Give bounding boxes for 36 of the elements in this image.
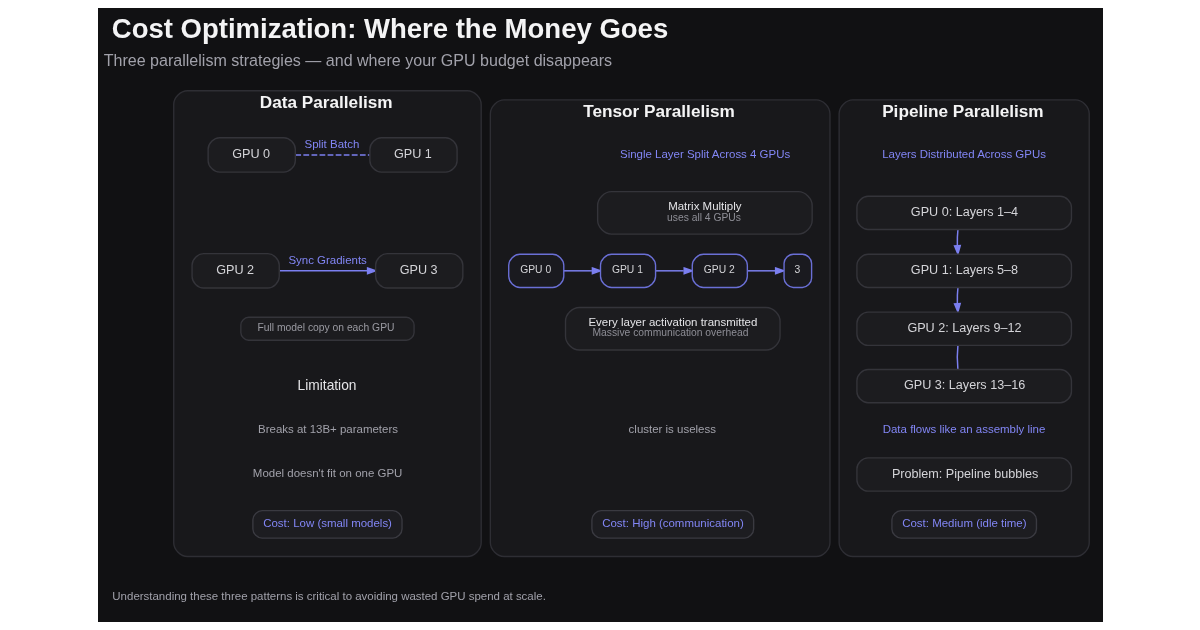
node-box: Cost: Medium (idle time)	[890, 509, 1037, 539]
node-box: Full model copy on each GPU	[239, 316, 415, 341]
edge-label: Sync Gradients	[287, 253, 367, 266]
label: Limitation	[297, 377, 356, 393]
node-box: GPU 3: Layers 13–16	[855, 368, 1072, 404]
label: Model doesn't fit on one GPU	[252, 467, 402, 480]
node-box: Matrix Multiply uses all 4 GPUs	[596, 191, 813, 235]
node-box: GPU 2	[691, 253, 748, 289]
node-box: GPU 0: Layers 1–4	[855, 195, 1072, 231]
node-box: GPU 1	[368, 137, 458, 173]
node-box: GPU 2: Layers 9–12	[855, 311, 1072, 347]
label: cluster is useless	[628, 423, 716, 436]
connector	[294, 154, 370, 156]
label: Single Layer Split Across 4 GPUs	[619, 147, 790, 160]
node-box: GPU 0	[507, 253, 564, 289]
node-box: GPU 1	[599, 253, 656, 289]
diagram-title: Cost Optimization: Where the Money Goes	[111, 13, 668, 45]
arrow	[654, 266, 694, 275]
node-box: Problem: Pipeline bubbles	[855, 457, 1072, 492]
node-box: GPU 1: Layers 5–8	[855, 253, 1072, 289]
label: Three parallelism strategies — and where your GPU budget disappears	[103, 50, 612, 69]
label: Breaks at 13B+ parameters	[257, 423, 398, 436]
caption: Understanding these three patterns is critical to avoiding wasted GPU spend at scale.	[111, 589, 546, 602]
node-box: GPU 3	[374, 252, 463, 289]
node-box: Cost: High (communication)	[590, 509, 754, 539]
node-box: GPU 0	[206, 137, 296, 173]
node-box: 3	[782, 253, 812, 289]
node-box: GPU 2	[190, 252, 280, 289]
arrow	[278, 266, 378, 275]
node-box: Every layer activation transmitted Massive communication overhead	[564, 306, 781, 351]
label: Layers Distributed Across GPUs	[881, 147, 1046, 160]
edge-label: Split Batch	[304, 138, 359, 151]
node-box: Cost: Low (small models)	[251, 509, 403, 539]
label: Data flows like an assembly line	[882, 423, 1045, 436]
arrow	[746, 266, 786, 275]
arrow	[562, 266, 603, 275]
